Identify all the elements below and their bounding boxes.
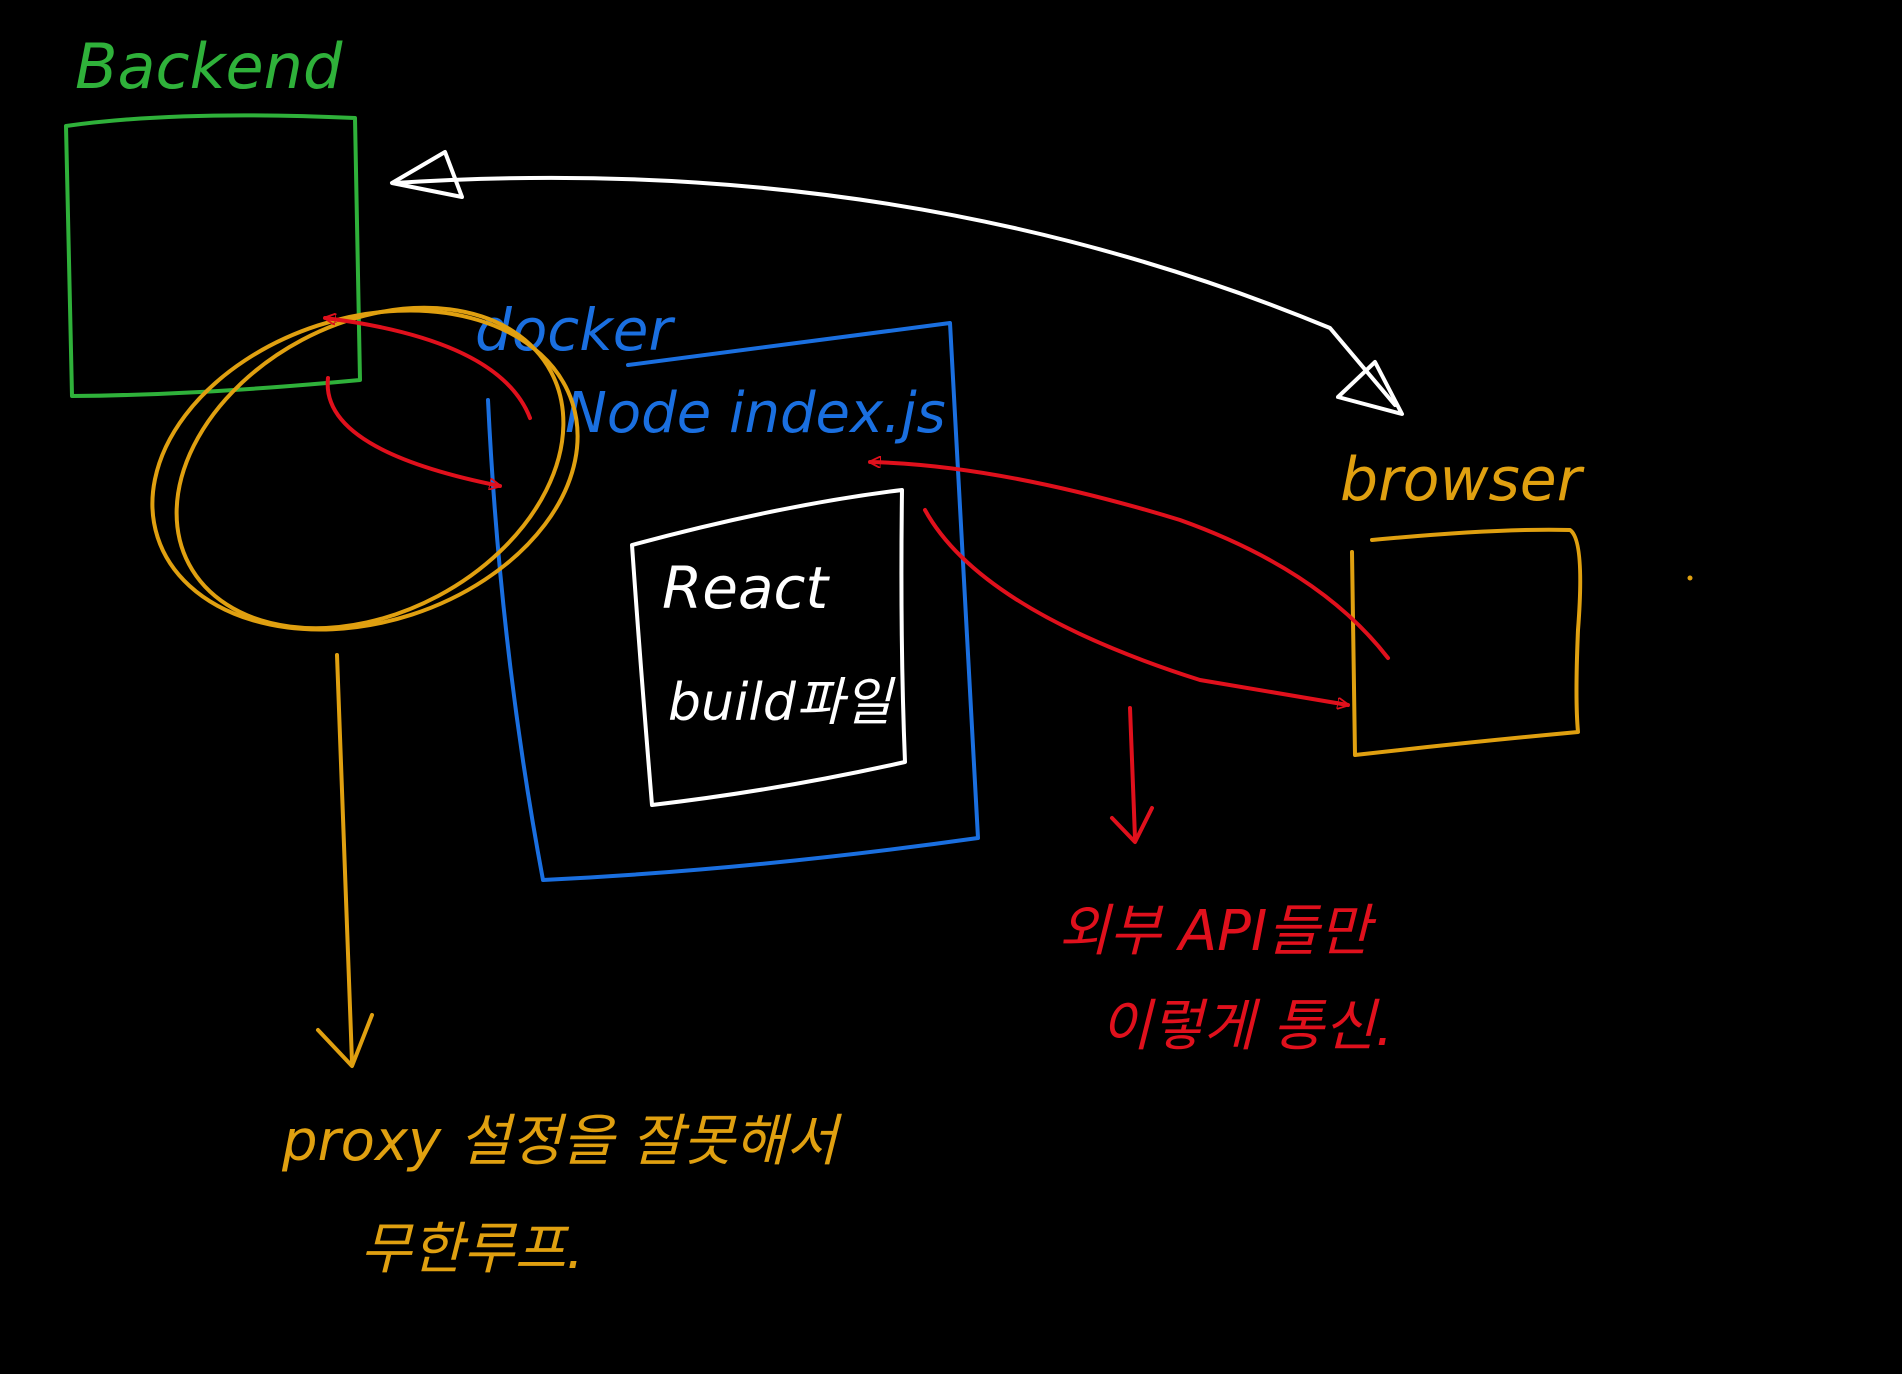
docker-box xyxy=(486,321,980,882)
proxy-note-line1: proxy 설정을 잘못해서 xyxy=(281,1109,843,1174)
react-label-line1: React xyxy=(662,554,830,622)
browser-label: browser xyxy=(1340,445,1585,515)
browser-side-arrowhead xyxy=(1336,360,1404,416)
react-label-line2: build파일 xyxy=(668,673,896,733)
backend-to-docker-arrow xyxy=(325,376,500,486)
proxy-note-line2: 무한루프. xyxy=(360,1217,584,1282)
proxy-note-arrowhead xyxy=(316,1013,374,1068)
stray-dot xyxy=(1687,575,1693,581)
api-note-line2: 이렇게 통신. xyxy=(1100,994,1393,1059)
browser-box xyxy=(1350,527,1583,757)
node-to-browser-arrow xyxy=(923,508,1348,705)
api-note-line1: 외부 API들만 xyxy=(1058,899,1377,964)
docker-to-backend-arrow xyxy=(323,318,532,420)
loop-circle-inner xyxy=(174,305,566,631)
api-note-pointer xyxy=(1128,706,1137,840)
backend-browser-link xyxy=(393,175,1397,407)
api-note-arrowhead xyxy=(1110,806,1154,844)
node-label: Node index.js xyxy=(565,381,946,446)
loop-circle-outer xyxy=(150,308,580,632)
react-box xyxy=(630,488,907,807)
browser-to-node-arrow xyxy=(868,462,1390,660)
proxy-note-pointer xyxy=(335,653,354,1064)
backend-side-arrowhead xyxy=(390,150,464,199)
backend-box xyxy=(64,113,362,398)
backend-label: Backend xyxy=(75,30,343,103)
